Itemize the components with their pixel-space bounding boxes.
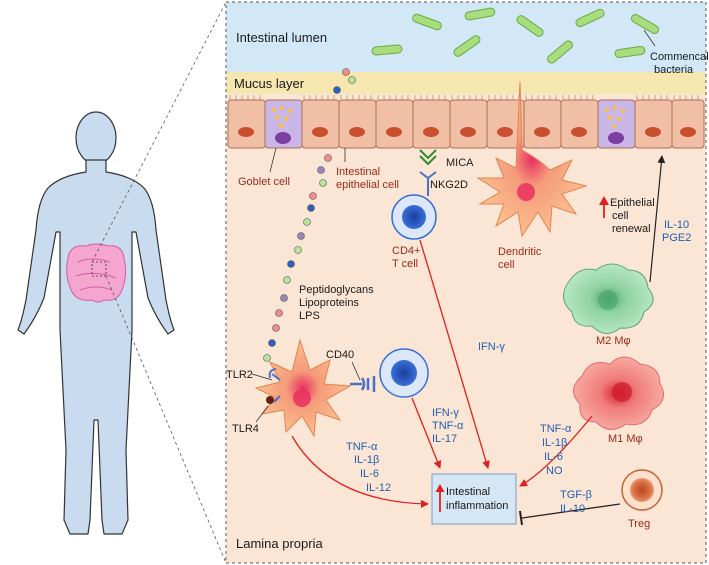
m1-cytokine-2: IL-1β [542, 437, 567, 449]
lumen-label: Intestinal lumen [236, 30, 327, 45]
renewal-label-2: cell [612, 210, 629, 222]
human-silhouette [17, 111, 175, 535]
inflammation-label-1: Intestinal [446, 486, 490, 498]
treg-cytokine-2: IL-10 [560, 503, 585, 515]
tcell-cytokine-1: IFN-γ [432, 407, 459, 419]
bacteria-label-1: Commencal [650, 51, 709, 63]
pamp-lps: LPS [299, 310, 320, 322]
nkg2d-receptor [419, 171, 437, 196]
tlr4-pointer [255, 405, 269, 423]
goblet-pointer [269, 147, 277, 173]
commensal-bacteria [371, 7, 660, 64]
m2-cytokine-1: IL-10 [664, 219, 689, 231]
dendritic-cell-top [476, 81, 588, 238]
tlr2-pointer [251, 373, 273, 381]
mica-label: MICA [446, 157, 474, 169]
t-cell-bottom [379, 348, 429, 398]
m2-cytokine-2: PGE2 [662, 232, 691, 244]
tlr2-label: TLR2 [226, 369, 253, 381]
nkg2d-label: NKG2D [430, 179, 468, 191]
treg-inhibition [519, 503, 621, 526]
inflammation-box [431, 473, 517, 525]
tlr2-receptor [268, 368, 281, 381]
pamp-peptidoglycans: Peptidoglycans [299, 284, 374, 296]
m1-to-inflammation-arrow [519, 415, 593, 487]
cd40-label: CD40 [326, 349, 354, 361]
cd4-cytokine: IFN-γ [478, 341, 505, 353]
inflammation-label-2: inflammation [446, 500, 508, 512]
cd4-to-inflammation-arrow [419, 239, 490, 469]
cd4-t-cell [391, 194, 437, 240]
zoom-line-bottom [105, 275, 227, 564]
lamina-label: Lamina propria [236, 536, 323, 551]
goblet-label: Goblet cell [238, 176, 290, 188]
dc-cytokine-3: IL-6 [360, 468, 379, 480]
dc-label-1: Dendritic [498, 246, 542, 258]
cd4-label-2: T cell [392, 258, 418, 270]
m1-label: M1 Mφ [608, 433, 643, 445]
dc-cytokine-4: IL-12 [366, 482, 391, 494]
tcell-to-inflammation-arrow [411, 397, 442, 469]
dc-cytokine-2: IL-1β [354, 454, 379, 466]
treg-cell [621, 469, 663, 511]
mica-ligand [419, 149, 437, 166]
treg-label: Treg [628, 518, 650, 530]
dc-cytokine-1: TNF-α [346, 441, 378, 453]
tlr4-receptor [266, 395, 281, 404]
m1-cytokine-1: TNF-α [540, 423, 572, 435]
microbial-products [263, 68, 356, 362]
cd40-receptor [350, 376, 376, 392]
zoom-line-top [91, 1, 227, 263]
tcell-cytokine-3: IL-17 [432, 433, 457, 445]
bacteria-pointer [643, 29, 656, 47]
mucus-label: Mucus layer [234, 76, 305, 91]
epithelial-layer [227, 95, 705, 149]
renewal-label-1: Epithelial [610, 197, 655, 209]
iec-label-2: epithelial cell [336, 179, 399, 191]
cd4-label-1: CD4+ [392, 245, 420, 257]
cd40-pointer [351, 361, 361, 381]
m2-label: M2 Mφ [596, 335, 631, 347]
pamp-lipoproteins: Lipoproteins [299, 297, 359, 309]
renewal-up-arrow [599, 196, 609, 218]
m1-cytokine-3: IL-6 [544, 451, 563, 463]
renewal-label-3: renewal [612, 223, 651, 235]
bacteria-label-2: bacteria [654, 64, 694, 76]
treg-cytokine-1: TGF-β [560, 489, 592, 501]
m1-cytokine-4: NO [546, 465, 563, 477]
tlr4-label: TLR4 [232, 423, 259, 435]
tcell-cytokine-2: TNF-α [432, 420, 464, 432]
dendritic-cell-bottom [254, 338, 352, 438]
iec-label-1: Intestinal [336, 166, 380, 178]
m2-to-epithelium-arrow [649, 155, 666, 283]
m2-macrophage [563, 263, 654, 334]
dc-to-inflammation-arrow [291, 435, 429, 508]
dc-label-2: cell [498, 259, 515, 271]
m1-macrophage [573, 356, 665, 430]
